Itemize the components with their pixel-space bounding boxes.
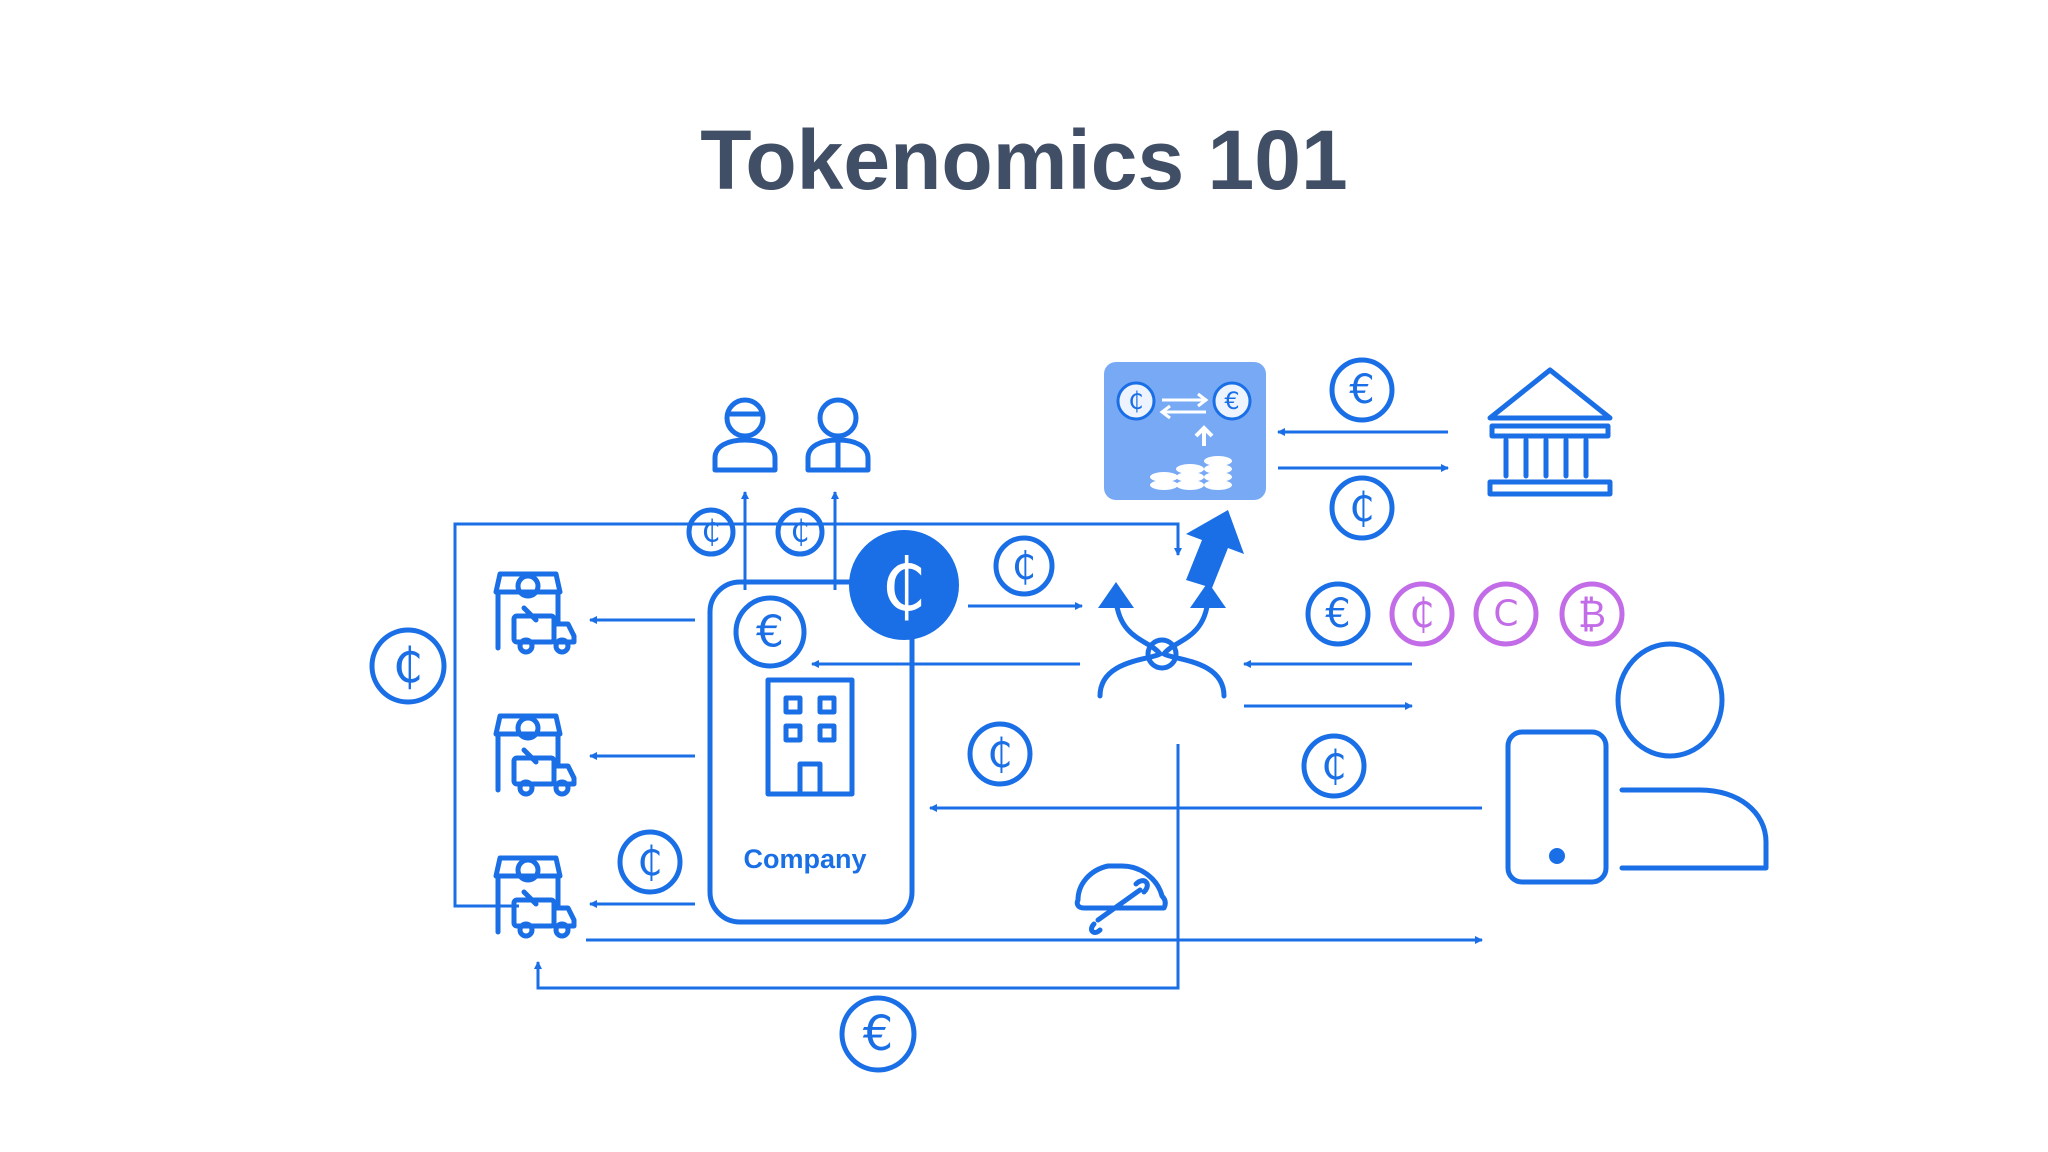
coin-left-loop: ₵ (369, 627, 447, 705)
coin-symbol: ₵ (701, 515, 720, 550)
coin-symbol: ₵ (1409, 591, 1434, 637)
coin-customer-to-company: ₵ (1301, 733, 1367, 799)
coin-customer-bitcoin-purple: ₿ (1559, 581, 1625, 647)
coin-symbol: € (1349, 367, 1374, 413)
coin-customer-token-purple: ₵ (1389, 581, 1455, 647)
masked-user-icon (712, 397, 778, 473)
coin-symbol: € (1325, 591, 1350, 637)
coin-customer-copyright-purple: C (1473, 581, 1539, 647)
slide-title: Tokenomics 101 (700, 113, 1348, 207)
coin-company-euro: € (733, 595, 807, 669)
coin-symbol: € (863, 1006, 894, 1062)
company-building-icon (765, 677, 855, 797)
exchange-token-symbol: ₵ (1128, 387, 1143, 415)
store-truck-icon (496, 574, 574, 652)
coin-bank-euro: € (1329, 357, 1395, 423)
merge-arrows-icon (1097, 582, 1227, 699)
flow-lines (453, 428, 1483, 990)
coin-symbol: ₵ (790, 515, 809, 550)
coin-user-masked: ₵ (686, 507, 736, 557)
flow-line-top-loop (453, 522, 1182, 908)
user-icon (805, 397, 871, 473)
coin-company-to-store: ₵ (617, 829, 683, 895)
customer-icon (1615, 641, 1769, 871)
coin-symbol: C (1493, 594, 1518, 635)
store-truck-icon (496, 716, 574, 794)
coin-customer-euro: € (1305, 581, 1371, 647)
coin-symbol: ₵ (393, 638, 424, 694)
car-wrench-icon (1074, 863, 1168, 935)
smartphone-icon (1505, 729, 1609, 885)
exchange-euro-symbol: € (1224, 387, 1239, 415)
coin-symbol: ₵ (987, 731, 1012, 777)
coin-symbol: ₵ (1321, 743, 1346, 789)
company-card: Company (707, 579, 915, 925)
flow-line-hub-to-store (534, 744, 1180, 990)
company-token-badge: ₵ (849, 530, 959, 640)
company-token-symbol: ₵ (881, 543, 927, 627)
coin-bottom-euro: € (839, 995, 917, 1073)
bank-icon (1487, 367, 1613, 497)
company-label: Company (743, 844, 866, 874)
coin-symbol: ₿ (1578, 592, 1606, 636)
coins: ₵ ₵ ₵ € ₵ € ₵ € (369, 357, 1625, 1073)
up-arrow-icon (1186, 510, 1244, 588)
store-truck-icon (496, 858, 574, 936)
coin-hub-to-company: ₵ (967, 721, 1033, 787)
coin-bank-token: ₵ (1329, 475, 1395, 541)
coin-to-hub: ₵ (993, 535, 1055, 597)
coin-symbol: ₵ (1349, 485, 1374, 531)
coin-symbol: ₵ (637, 839, 662, 885)
exchange-icon: ₵ € (1104, 362, 1266, 500)
coin-user: ₵ (775, 507, 825, 557)
coin-symbol: € (756, 607, 784, 658)
coin-symbol: ₵ (1012, 544, 1036, 588)
